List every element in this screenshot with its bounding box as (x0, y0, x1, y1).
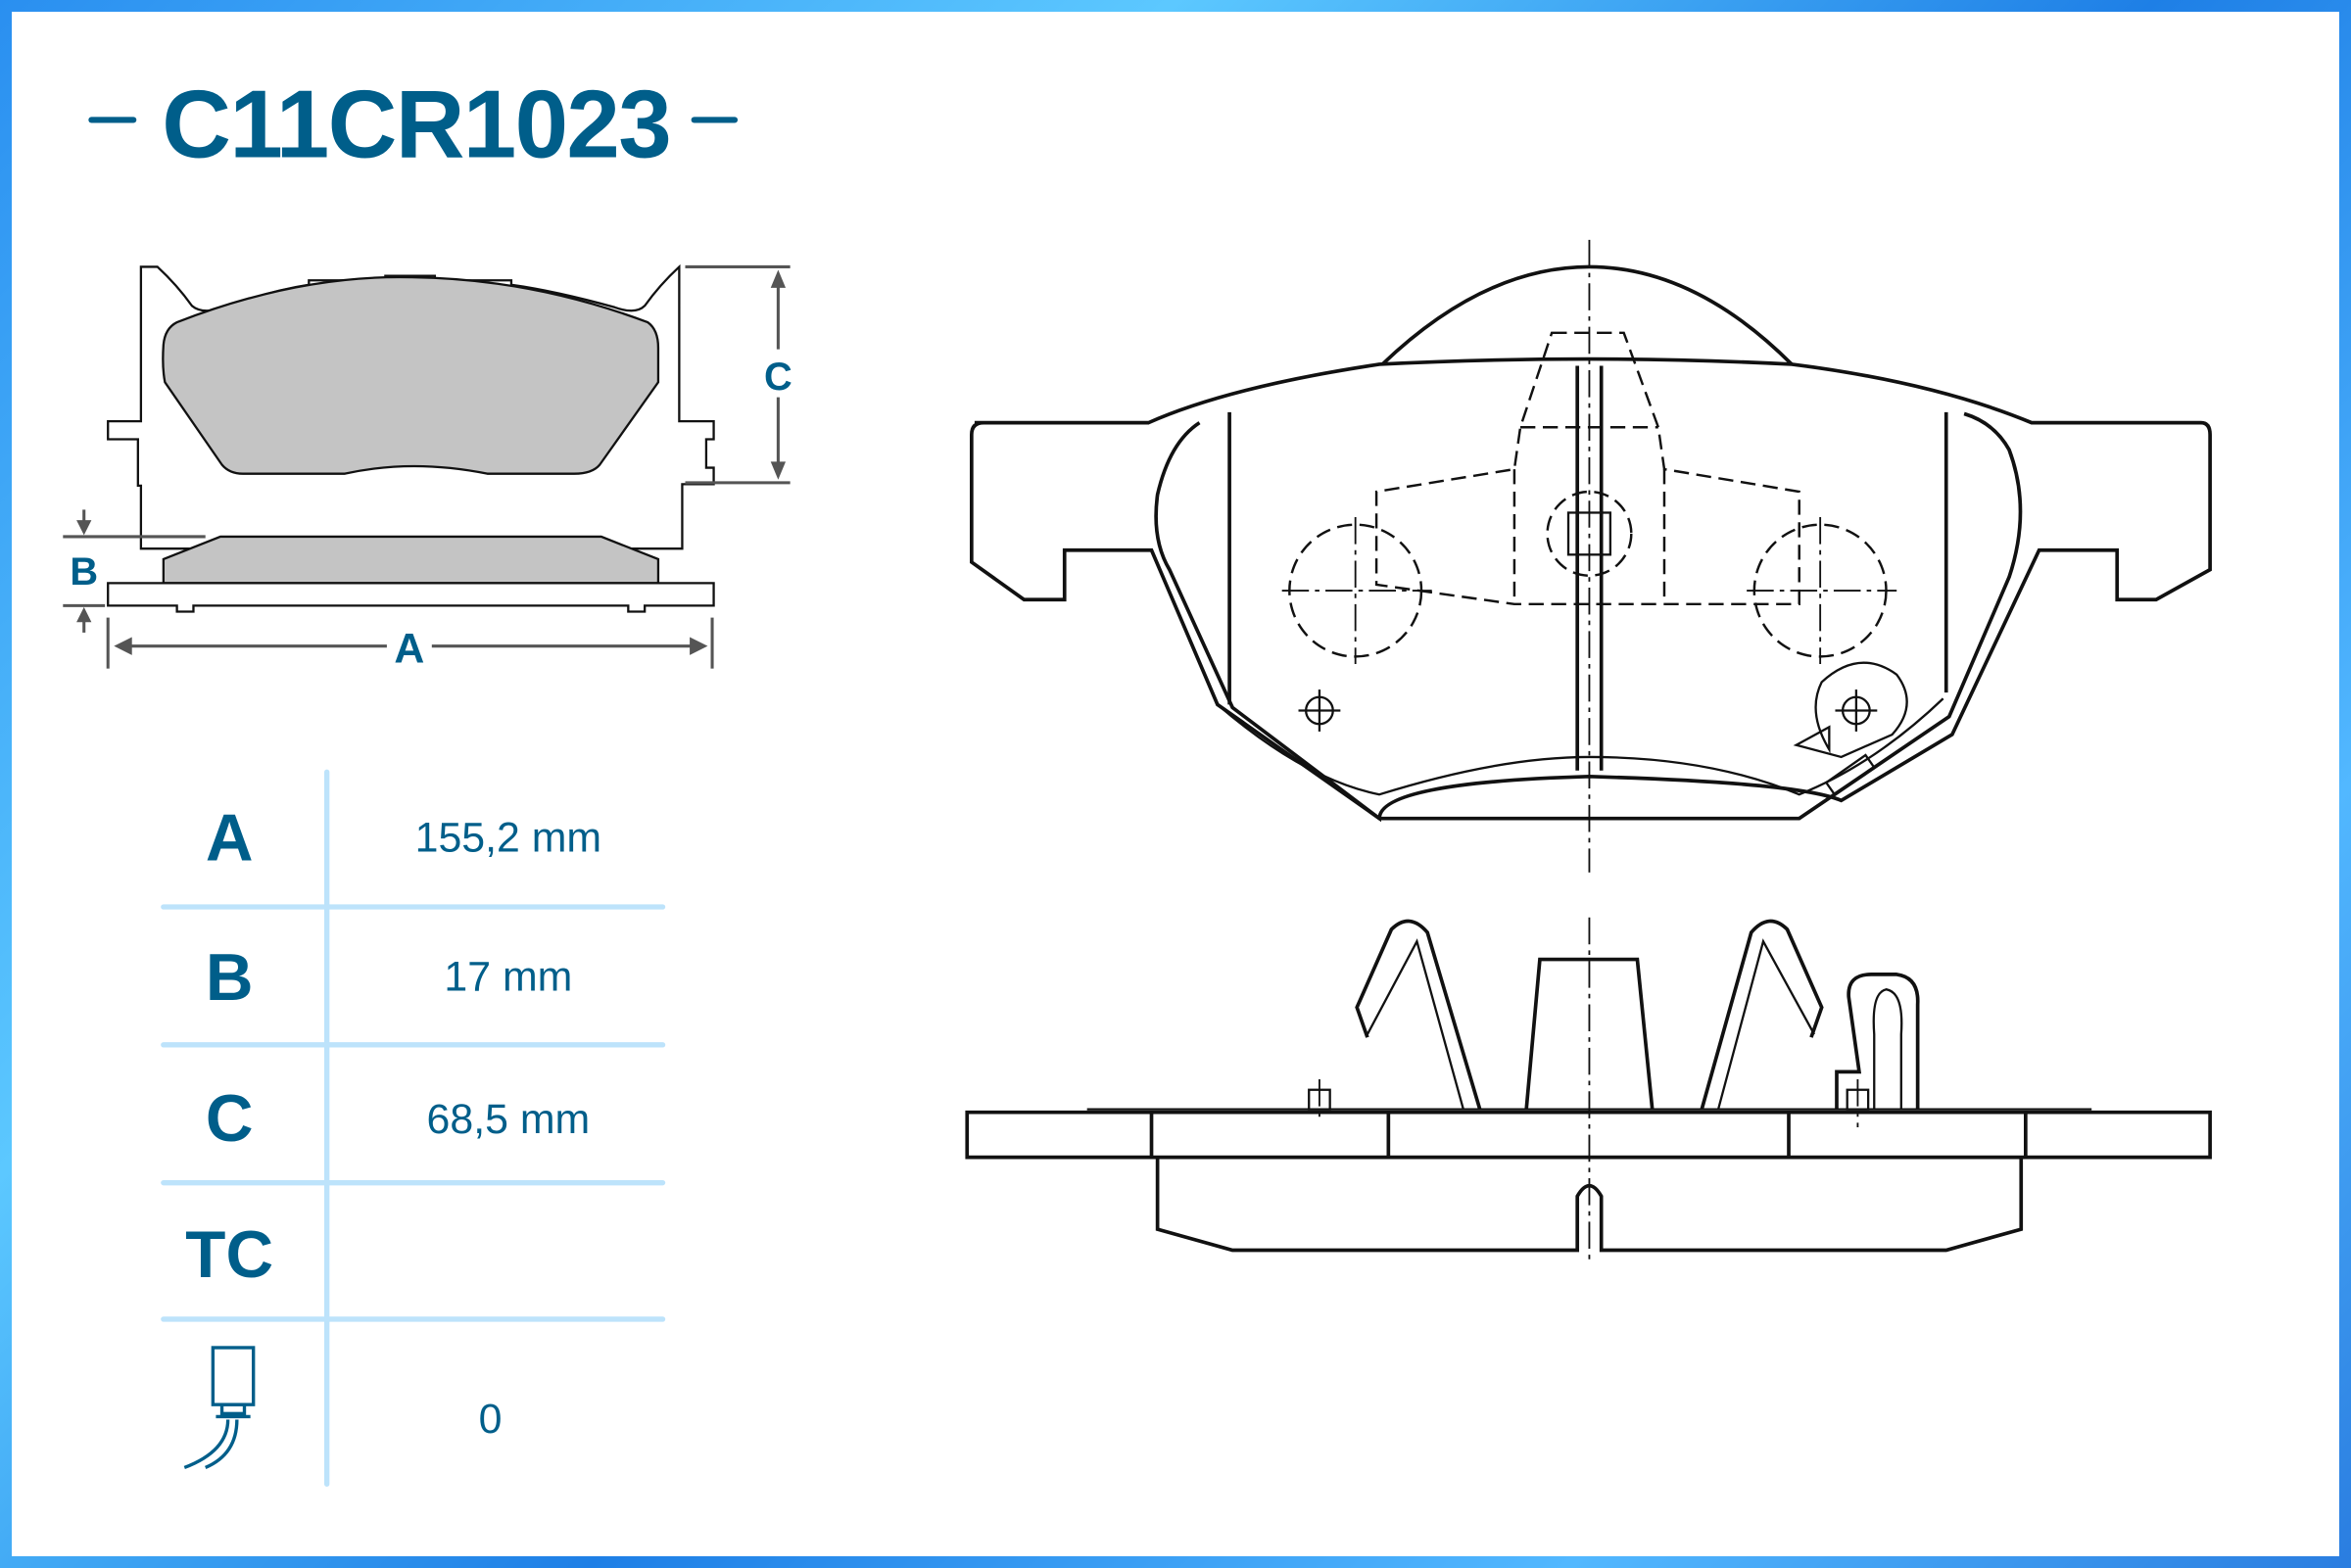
spec-value-b: 17 mm (444, 954, 572, 1001)
spec-label-b: B (206, 941, 254, 1015)
dimension-a-label: A (394, 626, 424, 673)
pad-side-view: B A (63, 509, 715, 673)
pad-front-drawing (970, 239, 2212, 873)
page-background (12, 12, 2339, 1556)
spec-value-a: 155,2 mm (415, 814, 602, 861)
wear-sensor-icon (183, 1346, 256, 1470)
specs-table: A 155,2 mm B 17 mm C 68,5 mm TC 0 (161, 769, 666, 1487)
spec-value-c: 68,5 mm (427, 1096, 591, 1143)
pad-side-drawing (965, 917, 2212, 1259)
spec-value-sensor: 0 (479, 1396, 503, 1443)
title-block: C11CR1023 (88, 71, 739, 178)
spec-label-c: C (206, 1082, 254, 1156)
dimension-c-label: C (764, 356, 792, 399)
spec-label-a: A (206, 802, 254, 876)
dimension-b-label: B (70, 550, 98, 594)
part-number-title: C11CR1023 (162, 71, 671, 178)
spec-label-tc: TC (185, 1218, 273, 1292)
pad-top-view: C (107, 263, 792, 557)
